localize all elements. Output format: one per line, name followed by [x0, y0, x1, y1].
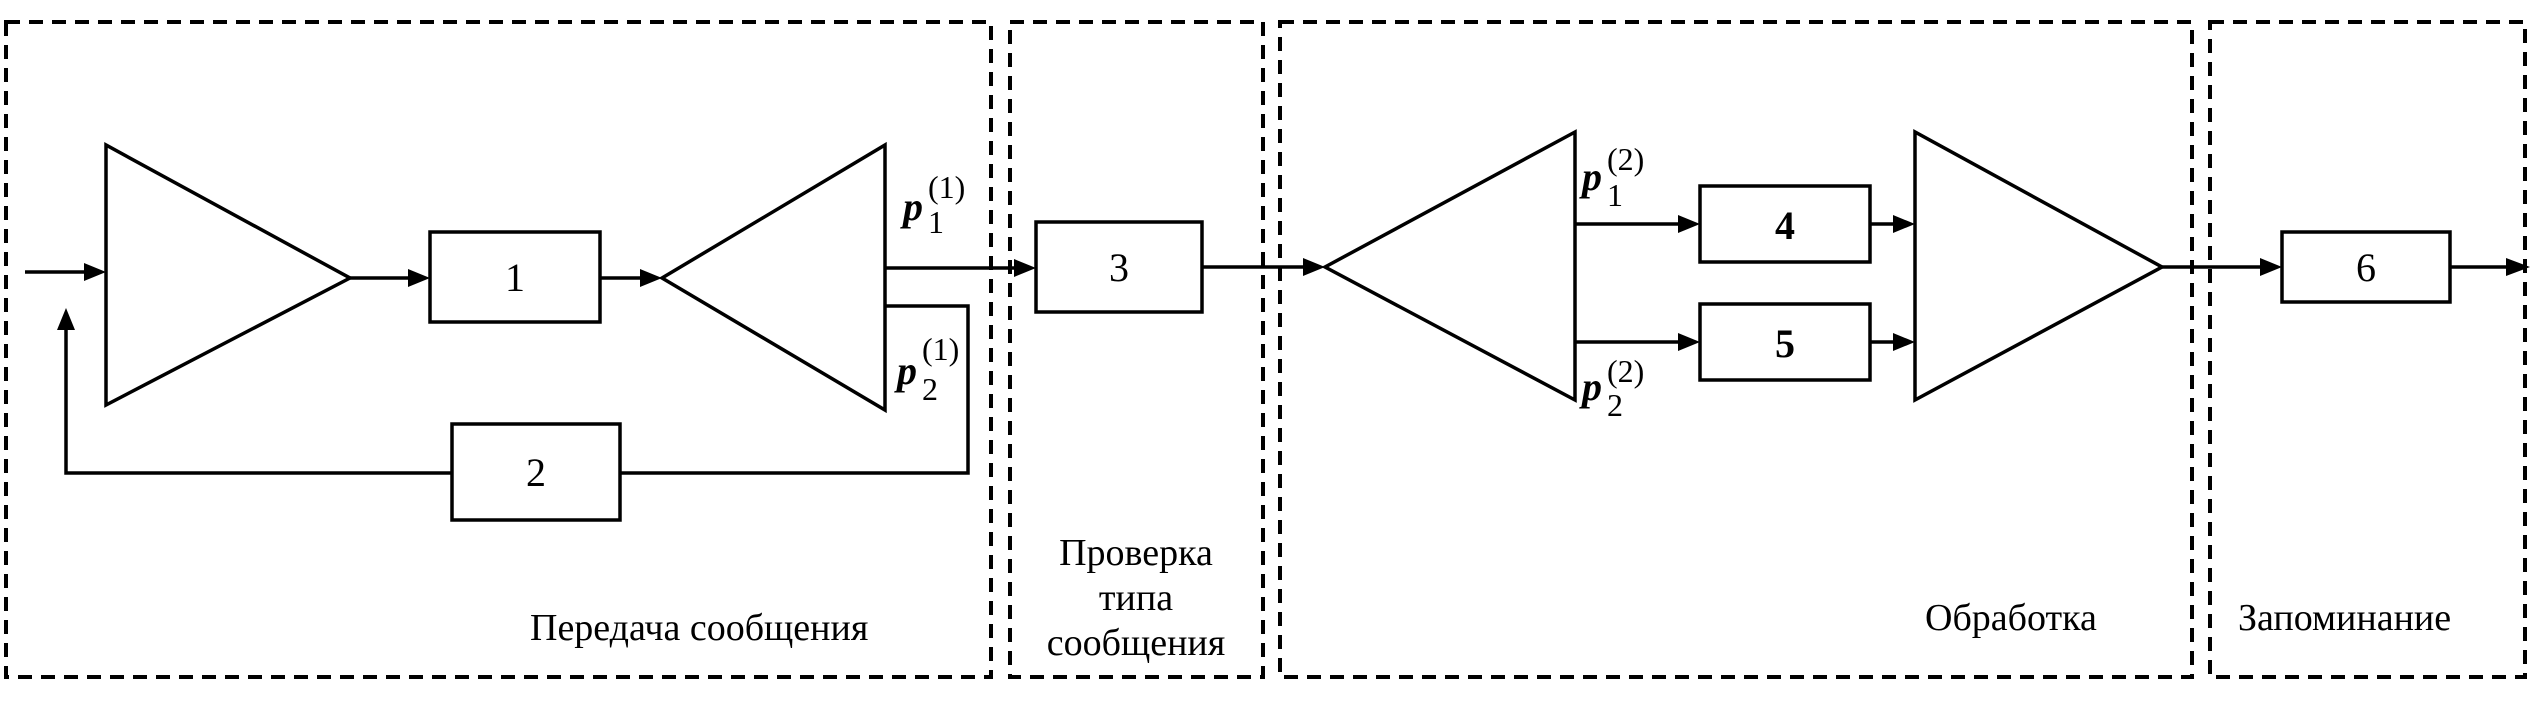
block-3: [1034, 220, 1204, 314]
svg-text:(1): (1): [928, 169, 965, 205]
svg-text:(2): (2): [1607, 141, 1644, 177]
arrow-b5-to-combiner: [1893, 333, 1915, 351]
svg-text:(1): (1): [922, 331, 959, 367]
feedback-wire: [620, 304, 970, 475]
arrow-to-b6: [2260, 258, 2282, 276]
port-label-p2-2: p 2 (2): [1579, 353, 1644, 423]
section-frame-type-check: [1008, 20, 1265, 679]
processing-splitter-triangle: [1321, 129, 1577, 403]
section-caption-transmission: Передача сообщения: [530, 607, 868, 649]
svg-text:p: p: [894, 348, 917, 393]
arrow-to-splitter: [640, 269, 662, 287]
block-2-label: 2: [526, 450, 546, 495]
block-4: [1698, 184, 1872, 264]
input-arrow: [84, 263, 106, 281]
section-caption-storage: Запоминание: [2238, 597, 2451, 639]
transmitter-amplifier-triangle: [104, 142, 354, 408]
section-frame-transmission: [4, 20, 993, 679]
arrow-to-b5: [1678, 333, 1700, 351]
section-caption-type-check-line2: типа: [1099, 577, 1173, 619]
svg-text:2: 2: [1607, 387, 1623, 423]
block-5-label: 5: [1775, 321, 1795, 366]
feedback-wire-return: [64, 328, 452, 475]
section-frame-storage: [2208, 20, 2527, 679]
svg-text:(2): (2): [1607, 353, 1644, 389]
section-caption-type-check-line1: Проверка: [1059, 532, 1213, 574]
arrow-to-b3: [1014, 259, 1036, 277]
svg-text:p: p: [1579, 154, 1602, 199]
block-5: [1698, 302, 1872, 382]
block-3-label: 3: [1109, 245, 1129, 290]
block-1-label: 1: [505, 255, 525, 300]
arrow-to-b1: [408, 269, 430, 287]
processing-combiner-triangle: [1913, 129, 2166, 403]
block-6-label: 6: [2356, 245, 2376, 290]
svg-text:p: p: [900, 184, 923, 229]
svg-text:p: p: [1579, 364, 1602, 409]
block-2: [450, 422, 622, 522]
section-caption-type-check-line3: сообщения: [1047, 622, 1225, 664]
port-label-p1-2: p 1 (2): [1579, 141, 1644, 213]
svg-text:1: 1: [928, 204, 944, 240]
arrow-b4-to-combiner: [1893, 215, 1915, 233]
svg-text:1: 1: [1607, 177, 1623, 213]
port-label-p1-1: p 1 (1): [900, 169, 965, 240]
svg-text:2: 2: [922, 371, 938, 407]
feedback-arrow: [57, 308, 75, 330]
output-arrow: [2506, 258, 2530, 276]
section-caption-processing: Обработка: [1925, 597, 2097, 639]
arrow-to-processing: [1303, 258, 1325, 276]
port-label-p2-1: p 2 (1): [894, 331, 959, 407]
section-frame-processing: [1278, 20, 2194, 679]
block-1: [428, 230, 602, 324]
arrow-to-b4: [1678, 215, 1700, 233]
transmitter-splitter-triangle: [658, 141, 887, 414]
block-4-label: 4: [1775, 203, 1795, 248]
